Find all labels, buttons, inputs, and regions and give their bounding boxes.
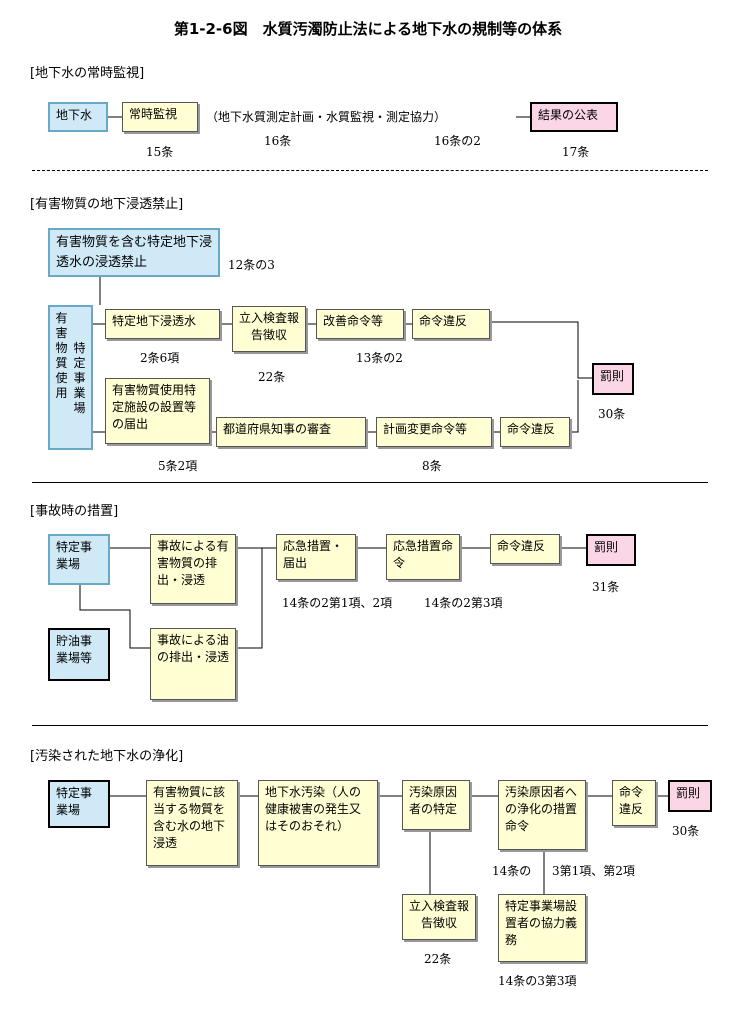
label-5-2: 5条2項 (158, 459, 198, 473)
label-30-a: 30条 (598, 407, 626, 421)
section-divider (32, 725, 708, 726)
label-30-b: 30条 (672, 824, 700, 838)
label-31: 31条 (592, 580, 620, 594)
section-divider (32, 170, 708, 171)
penalty-box-3: 罰則 (668, 780, 712, 812)
penalty-box-1: 罰則 (592, 363, 634, 395)
order-violation-box-4: 命令違反 (612, 780, 656, 826)
on-site-inspection-box-2: 立入検査報告徴収 (402, 894, 476, 940)
emergency-measure-order-box: 応急措置命令 (386, 534, 460, 580)
label-15: 15条 (146, 145, 174, 159)
section-heading-infiltration: [有害物質の地下浸透禁止] (30, 197, 184, 212)
vertical-text-col1: 有害物質使用 (55, 311, 68, 400)
label-17: 17条 (562, 145, 590, 159)
purification-order-box: 汚染原因者への浄化の措置命令 (498, 780, 586, 850)
vertical-text-col2: 特定事業場 (73, 341, 86, 415)
section-divider (32, 482, 708, 483)
results-publication-box: 結果の公表 (530, 102, 618, 132)
continuous-monitoring-box: 常時監視 (122, 102, 198, 132)
order-violation-box-3: 命令違反 (490, 534, 560, 564)
section-heading-accident: [事故時の措置] (30, 504, 119, 519)
label-12-3: 12条の3 (228, 258, 275, 272)
emergency-measure-notification-box: 応急措置・届出 (276, 534, 356, 580)
polluter-identification-box: 汚染原因者の特定 (402, 780, 470, 830)
label-22: 22条 (258, 370, 286, 384)
hazardous-water-infiltration-box: 有害物質に該当する物質を含む水の地下浸透 (146, 780, 238, 866)
page-title: 第1-2-6図 水質汚濁防止法による地下水の規制等の体系 (173, 20, 563, 38)
accident-oil-discharge-box: 事故による油の排出・浸透 (150, 628, 236, 700)
penalty-box-2: 罰則 (586, 534, 636, 566)
groundwater-box: 地下水 (48, 102, 108, 132)
order-violation-box-2: 命令違反 (500, 417, 570, 447)
label-14-2-3: 14条の2第3項 (424, 596, 503, 610)
label-16-2: 16条の2 (434, 134, 481, 148)
label-14-2-1: 14条の2第1項、2項 (282, 596, 393, 610)
specified-facility-box-1: 特定事業場 (48, 534, 110, 585)
label-13-2: 13条の2 (356, 351, 403, 365)
label-22-b: 22条 (424, 952, 452, 966)
oil-storage-facility-box: 貯油事業場等 (48, 628, 110, 681)
plan-change-order-box: 計画変更命令等 (376, 417, 492, 447)
on-site-inspection-box: 立入検査報告徴収 (232, 306, 306, 352)
label-8: 8条 (422, 459, 442, 473)
improvement-order-box: 改善命令等 (316, 309, 404, 339)
governor-review-box: 都道府県知事の審査 (216, 417, 366, 447)
accident-hazardous-discharge-box: 事故による有害物質の排出・浸透 (150, 534, 236, 604)
monitoring-description: （地下水質測定計画・水質監視・測定協力） (206, 110, 447, 124)
label-14-3-b: 3第1項、第2項 (552, 864, 635, 878)
groundwater-pollution-box: 地下水汚染（人の健康被害の発生又はそのおそれ） (258, 780, 378, 866)
infiltration-prohibition-box: 有害物質を含む特定地下浸透水の浸透禁止 (48, 228, 220, 277)
specified-facility-box-2: 特定事業場 (48, 780, 110, 828)
section-heading-monitoring: [地下水の常時監視] (30, 66, 145, 81)
section-heading-purification: [汚染された地下水の浄化] (30, 749, 184, 764)
label-16: 16条 (264, 134, 292, 148)
order-violation-box-1: 命令違反 (412, 309, 490, 339)
label-14-3-a: 14条の (492, 864, 532, 878)
facility-notification-box: 有害物質使用特定施設の設置等の届出 (105, 378, 210, 444)
cooperation-duty-box: 特定事業場設置者の協力義務 (498, 894, 586, 962)
label-2-6: 2条6項 (140, 351, 180, 365)
label-14-3-3: 14条の3第3項 (498, 974, 577, 988)
hazardous-substance-facility-box: 有害物質使用 特定事業場 (48, 305, 93, 450)
specified-infiltration-water-box: 特定地下浸透水 (105, 309, 220, 339)
